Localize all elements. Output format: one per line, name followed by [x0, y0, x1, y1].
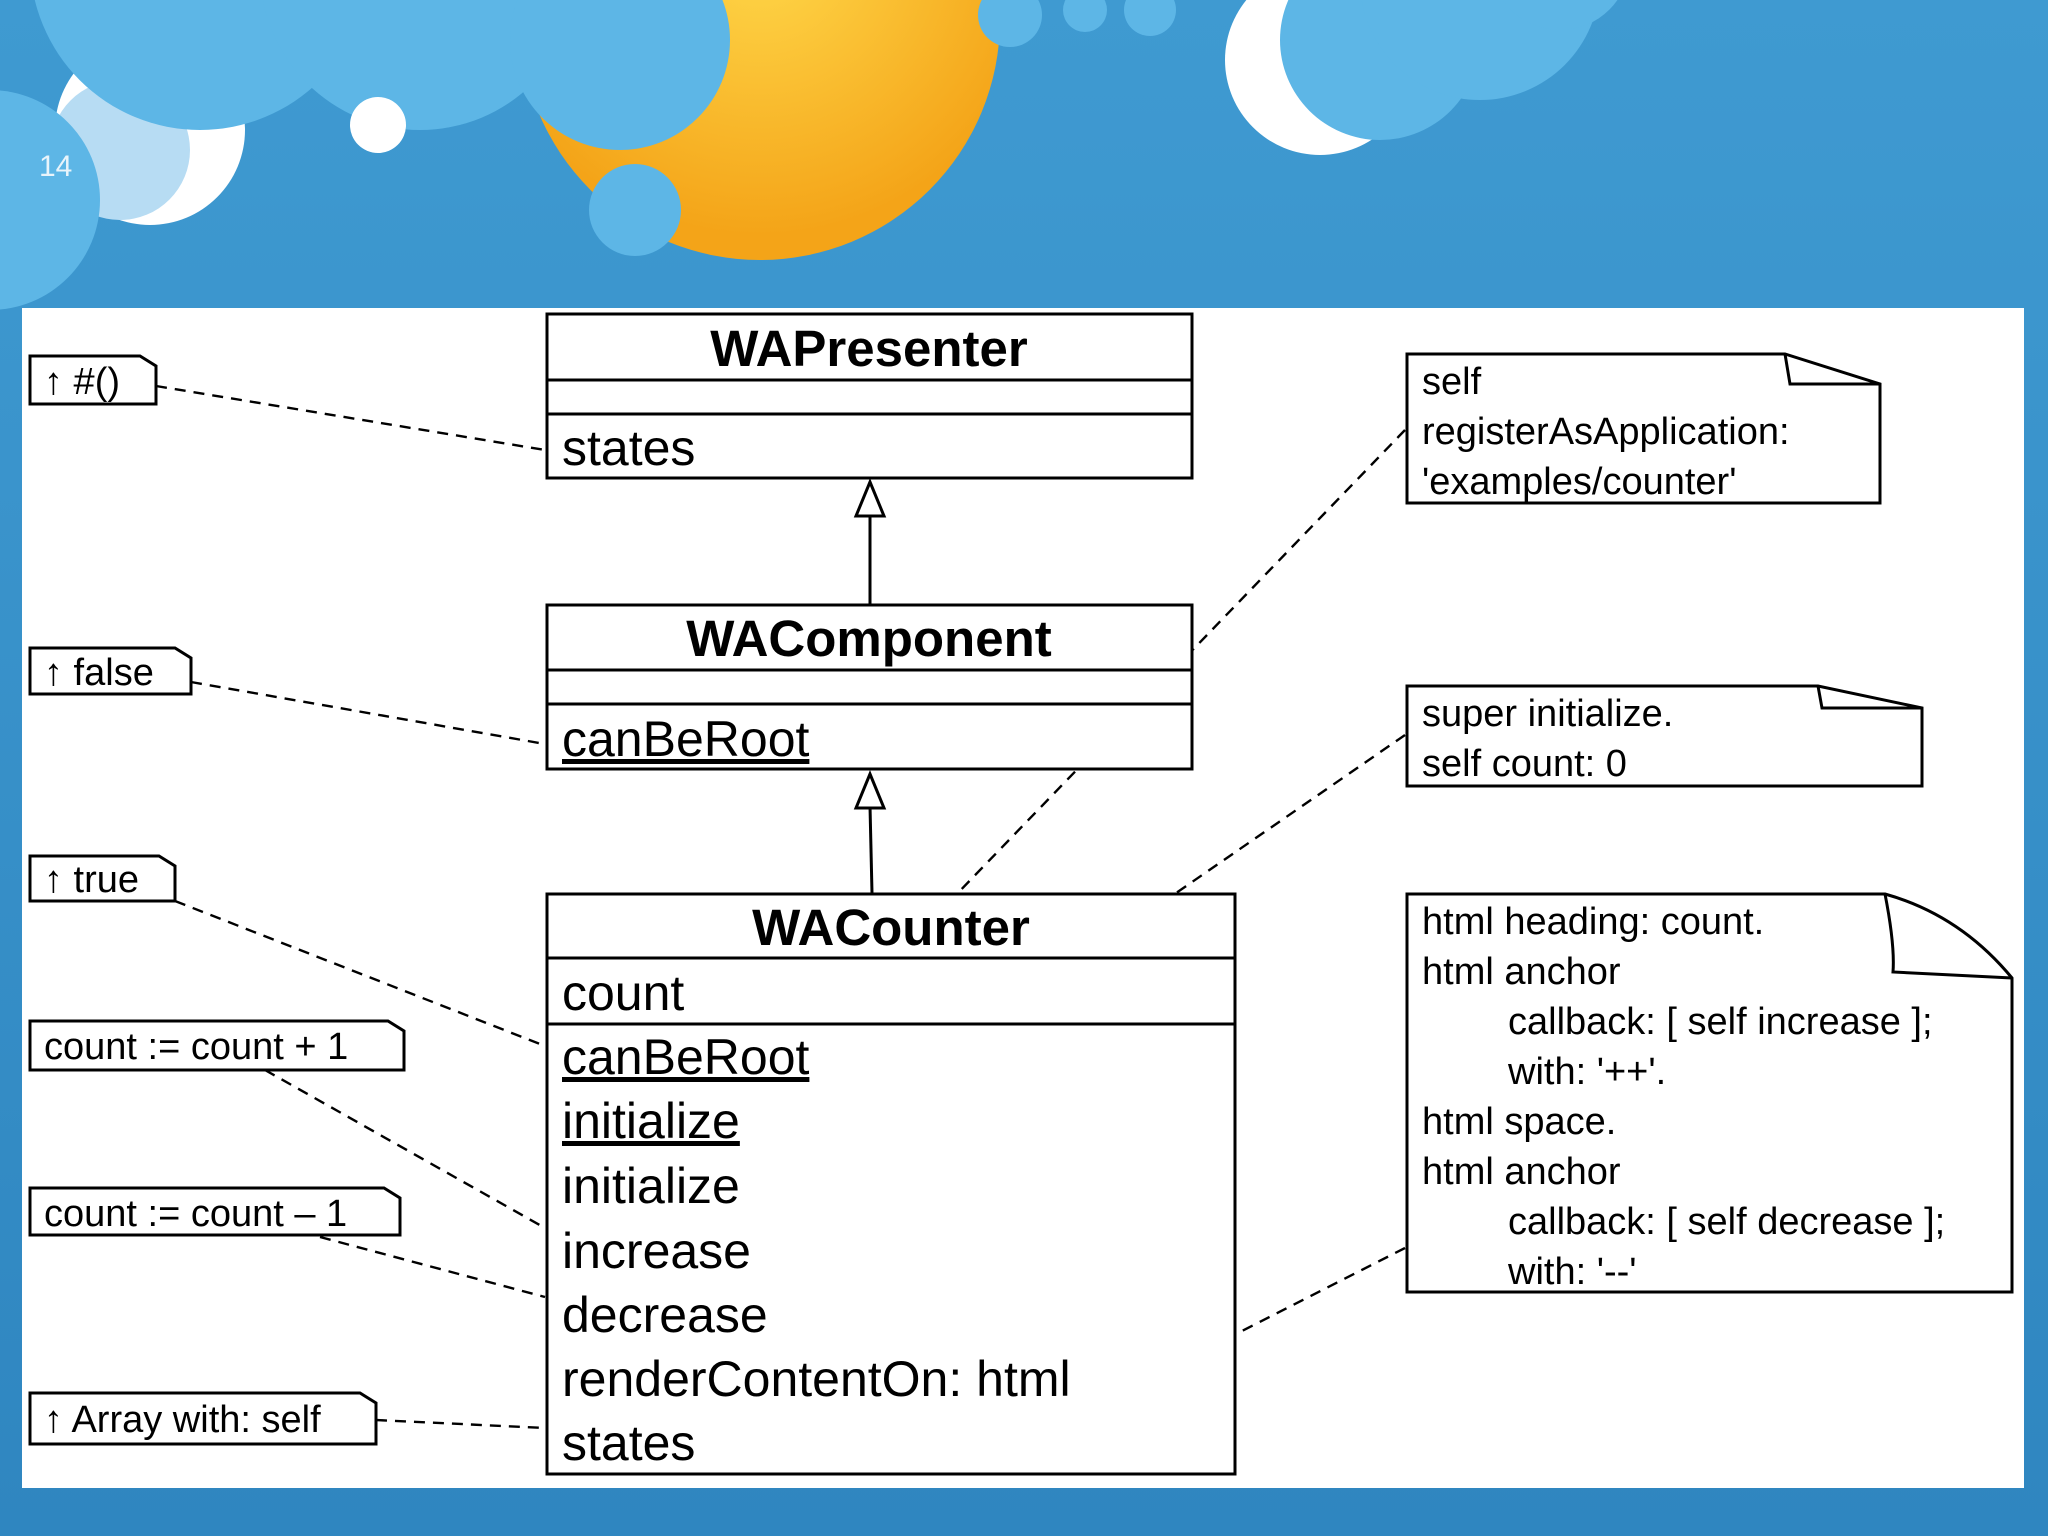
note-text: html anchor [1422, 1151, 1621, 1193]
class-wapresenter: WAPresenter states [545, 312, 1194, 480]
note-render-content: html heading: count. html anchor callbac… [1405, 892, 2014, 1294]
class-method: states [562, 1415, 695, 1471]
note-register-application: self registerAsApplication: 'examples/co… [1405, 352, 1882, 505]
class-wacounter: WACounter count canBeRoot initialize ini… [545, 892, 1237, 1476]
class-method: initialize [562, 1158, 740, 1214]
note-return-false: ↑ false [28, 646, 193, 696]
class-method: renderContentOn: html [562, 1351, 1071, 1407]
note-text: with: '--' [1507, 1251, 1637, 1293]
note-text: 'examples/counter' [1422, 461, 1736, 503]
class-method: decrease [562, 1287, 768, 1343]
slide-number: 14 [39, 150, 73, 183]
class-name: WACounter [752, 899, 1030, 956]
inheritance-arrows [853, 478, 887, 894]
note-text: ↑ false [44, 652, 154, 694]
class-attribute: count [562, 965, 684, 1021]
class-name: WAComponent [686, 610, 1051, 667]
note-text: ↑ true [44, 859, 139, 901]
note-text: ↑ Array with: self [44, 1399, 321, 1441]
note-return-true: ↑ true [28, 854, 177, 903]
note-text: self count: 0 [1422, 743, 1627, 785]
class-member: states [562, 420, 695, 476]
class-method: increase [562, 1223, 751, 1279]
note-text: ↑ #() [44, 361, 120, 403]
note-increase: count := count + 1 [28, 1019, 406, 1072]
class-wacomponent: WAComponent canBeRoot [545, 603, 1194, 771]
note-return-empty: ↑ #() [28, 354, 158, 406]
note-states: ↑ Array with: self [28, 1391, 378, 1446]
class-member: canBeRoot [562, 711, 809, 767]
note-text: html anchor [1422, 951, 1621, 993]
note-text: count := count – 1 [44, 1193, 347, 1235]
note-text: count := count + 1 [44, 1026, 348, 1068]
note-text: self [1422, 361, 1482, 403]
class-method: canBeRoot [562, 1029, 809, 1085]
cloud-shapes [0, 0, 1618, 310]
note-text: super initialize. [1422, 693, 1673, 735]
note-text: html space. [1422, 1101, 1616, 1143]
note-text: callback: [ self decrease ]; [1508, 1201, 1945, 1243]
note-decrease: count := count – 1 [28, 1186, 402, 1237]
note-text: registerAsApplication: [1422, 411, 1790, 453]
note-text: with: '++'. [1507, 1051, 1666, 1093]
note-text: html heading: count. [1422, 901, 1764, 943]
note-text: callback: [ self increase ]; [1508, 1001, 1933, 1043]
class-name: WAPresenter [710, 320, 1028, 377]
class-method: initialize [562, 1093, 740, 1149]
note-initialize: super initialize. self count: 0 [1405, 684, 1924, 788]
